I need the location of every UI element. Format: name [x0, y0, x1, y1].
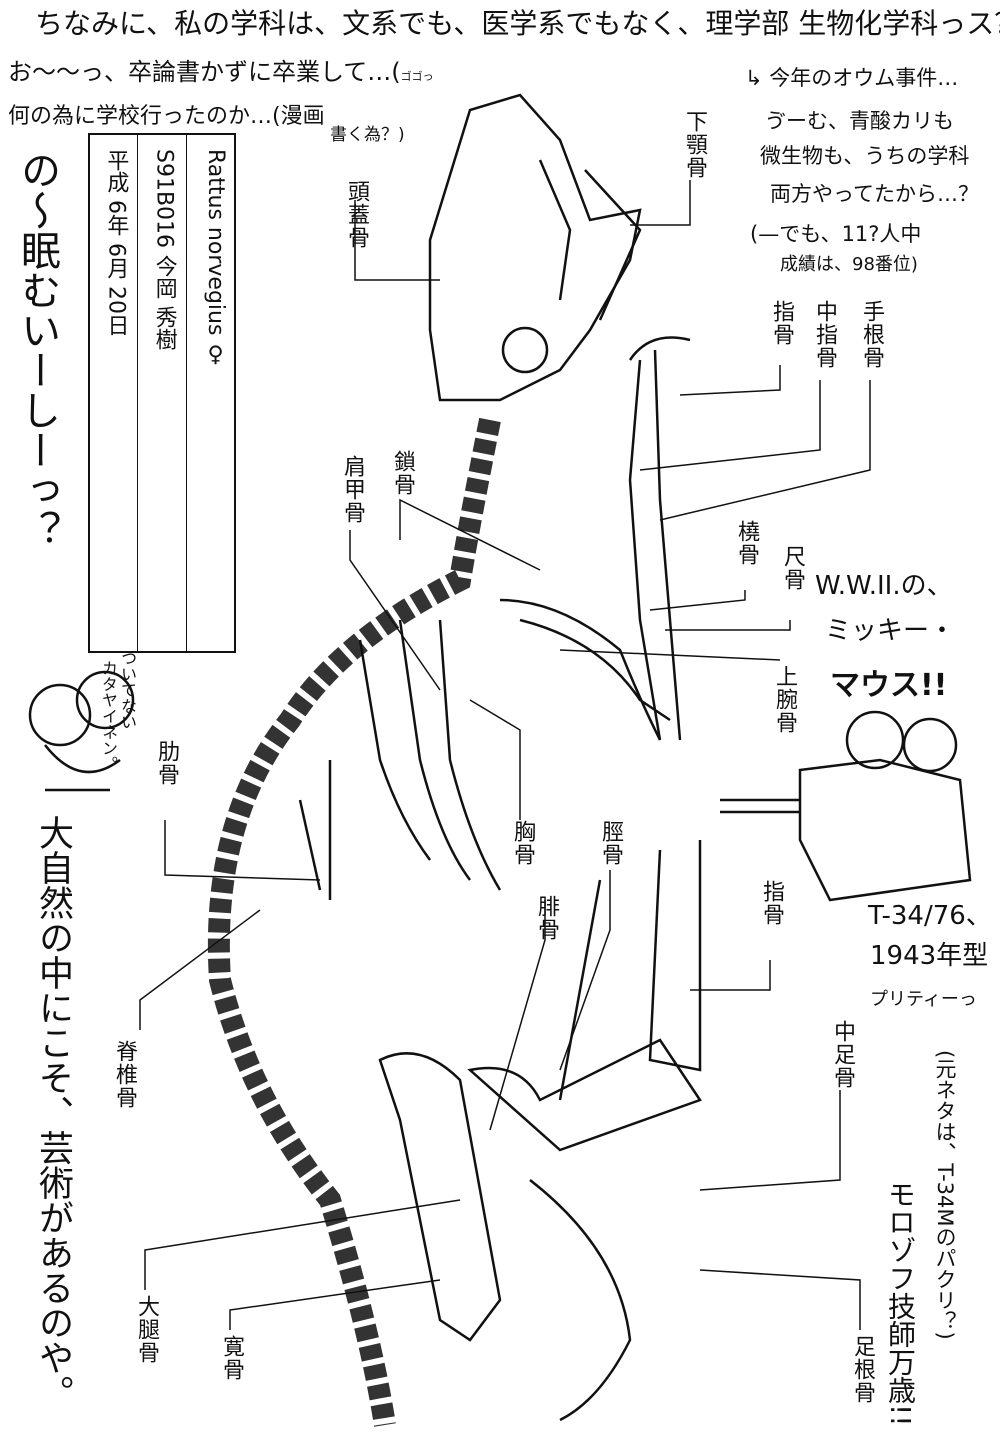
aum-note-1: ↳ 今年のオウム事件… — [745, 66, 959, 90]
note-line2: お〜〜っ、卒論書かずに卒業して…(ゴゴっ — [8, 52, 434, 87]
mouse-caption-1: ついてない — [118, 650, 137, 730]
note-line2-text: お〜〜っ、卒論書かずに卒業して…( — [8, 58, 401, 86]
label-carpal: 手根骨 — [859, 300, 884, 369]
mickey-1: W.W.II.の、 — [815, 571, 953, 601]
origin-note: (元ネタは、T-34Mのパクリ？) — [933, 1050, 957, 1340]
mouse-doodle — [28, 670, 135, 792]
specimen-date: 平成 6年 6月 20日 — [103, 149, 129, 336]
mickey-3: マウス!! — [830, 668, 948, 703]
tank-1: T-34/76、 — [868, 901, 992, 931]
skull-drawing — [428, 93, 642, 402]
mouse-caption-2: カタヤイネン。 — [99, 660, 118, 772]
label-phalanges-hand: 指骨 — [769, 300, 794, 346]
label-ulna: 尺骨 — [780, 545, 805, 591]
label-radius: 橈骨 — [734, 520, 759, 566]
label-clavicle: 鎖骨 — [390, 450, 415, 496]
forelimb-drawing — [499, 336, 691, 741]
label-phalanges-foot: 指骨 — [759, 880, 784, 926]
tank-drawing — [720, 710, 972, 902]
label-sternum: 胸骨 — [510, 820, 535, 866]
tank-2: 1943年型 — [870, 941, 989, 971]
specimen-species: Rattus norvegius ♀ — [185, 135, 234, 651]
aum-note-3: 微生物も、うちの学科 — [760, 144, 970, 168]
spine-drawing — [207, 417, 501, 1427]
aum-note-5: (—でも、11?人中 — [750, 222, 922, 246]
label-metatarsal: 中足骨 — [830, 1020, 855, 1089]
label-skull: 頭蓋骨 — [344, 180, 369, 249]
specimen-label-box: Rattus norvegius ♀ S91B016 今岡 秀樹 平成 6年 6… — [88, 133, 236, 653]
label-metacarpal: 中指骨 — [812, 300, 837, 369]
note-line3: 何の為に学校行ったのか…(漫画 — [8, 104, 325, 129]
label-humerus: 上腕骨 — [772, 665, 797, 734]
label-tibia: 脛骨 — [598, 820, 623, 866]
hindlimb-drawing — [378, 840, 702, 1422]
label-scapula: 肩甲骨 — [340, 455, 365, 524]
label-fibula: 腓骨 — [534, 895, 559, 941]
label-rib: 肋骨 — [154, 740, 179, 786]
note-top-line: ちなみに、私の学科は、文系でも、医学系でもなく、理学部 生物化学科っス？ — [35, 7, 1000, 40]
aum-note-6: 成績は、98番位) — [780, 254, 918, 275]
leader-lines — [139, 180, 871, 1330]
label-mandible: 下顎骨 — [682, 110, 707, 179]
label-vertebra: 脊椎骨 — [112, 1040, 137, 1109]
nature-text: 大自然の中にこそ、芸術があるのや。 — [33, 815, 73, 1410]
aum-note-2: ゔーむ、青酸カリも — [765, 109, 954, 133]
tank-3: プリティーっ — [870, 989, 977, 1010]
sleepy-text: の〜眠むいーしーっ？ — [14, 150, 60, 550]
label-hip: 寛骨 — [219, 1335, 244, 1381]
morozov-note: モロゾフ技師万歳!! — [884, 1180, 917, 1427]
specimen-id-name: S91B016 今岡 秀樹 — [137, 135, 185, 651]
label-femur: 大腿骨 — [134, 1295, 159, 1364]
aum-note-4: 両方やってたから…？ — [770, 182, 979, 206]
mickey-2: ミッキー・ — [825, 616, 956, 646]
note-line3b: 書く為？) — [330, 125, 405, 145]
note-line2-small: ゴゴっ — [400, 70, 434, 83]
ribcage-drawing — [298, 619, 502, 900]
label-tarsal: 足根骨 — [850, 1335, 875, 1404]
